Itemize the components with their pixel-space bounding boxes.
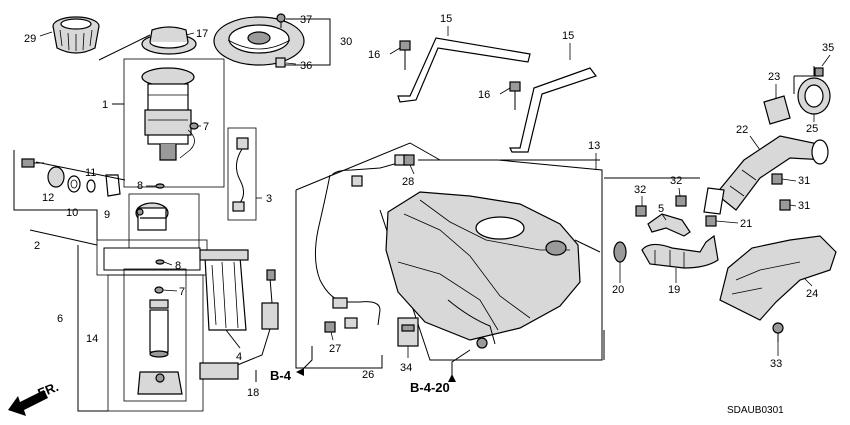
callout-28: 28: [402, 176, 414, 188]
front-label: FR.: [36, 379, 61, 401]
callout-27: 27: [329, 343, 341, 355]
hose-clamp-part-32a: [635, 205, 647, 217]
callout-4: 4: [236, 351, 242, 363]
front-direction-indicator: FR.: [8, 379, 61, 416]
callout-7a: 7: [203, 121, 209, 133]
callout-20: 20: [612, 284, 624, 296]
callout-23: 23: [768, 71, 780, 83]
reference-b420: B-4-20: [410, 349, 471, 395]
tank-strap-part-15a: [397, 37, 531, 103]
callout-31a: 31: [798, 175, 810, 187]
pressure-regulator-part: [135, 202, 169, 231]
fuel-pump-module-part-1: [141, 67, 195, 161]
callout-13: 13: [588, 140, 600, 152]
cap-part-12b: [47, 166, 65, 188]
filler-base-part-23: [763, 95, 791, 125]
callout-8b: 8: [175, 260, 181, 272]
bolt-part-33: [772, 322, 784, 342]
callout-16b: 16: [478, 89, 490, 101]
callout-31b: 31: [798, 200, 810, 212]
callout-34: 34: [400, 362, 412, 374]
callout-9: 9: [104, 209, 110, 221]
cutoff-valve-part-34: [397, 317, 419, 347]
clip-part-28: [403, 154, 415, 166]
callout-32b: 32: [670, 175, 682, 187]
clip-part-9: [105, 174, 121, 197]
callout-25: 25: [806, 123, 818, 135]
callout-33: 33: [770, 358, 782, 370]
oring-part-8b: [155, 259, 165, 265]
lock-ring-part-29: [52, 16, 100, 54]
filler-guard-part-24: [719, 235, 837, 321]
fuel-pump-part: [149, 299, 169, 358]
bolt-part-31b: [779, 199, 791, 211]
callout-6: 6: [57, 313, 63, 325]
callout-12: 12: [42, 192, 54, 204]
hose-clamp-part-20: [613, 241, 627, 263]
oring-part-8a: [155, 183, 165, 189]
washer-part-10: [67, 175, 81, 193]
callout-29: 29: [24, 33, 36, 45]
gasket-part-17: [141, 26, 197, 55]
callout-17: 17: [196, 28, 208, 40]
clip-part-36: [275, 57, 286, 68]
washer-part-11: [86, 179, 96, 193]
callout-3: 3: [266, 193, 272, 205]
callout-22: 22: [736, 124, 748, 136]
hose-clamp-part-32b: [675, 195, 687, 207]
fuel-cap-part-25: [797, 77, 831, 115]
callout-15b: 15: [562, 30, 574, 42]
callout-1: 1: [102, 99, 108, 111]
callout-36: 36: [300, 60, 312, 72]
reference-b4-label: B-4: [270, 368, 292, 383]
access-cover-part-30: [213, 16, 305, 66]
callout-2: 2: [34, 240, 40, 252]
callout-14: 14: [86, 333, 98, 345]
callout-10: 10: [66, 207, 78, 219]
bolt-part-16b: [509, 81, 521, 110]
callout-35: 35: [822, 42, 834, 54]
fuel-reservoir-part-4: [199, 249, 249, 331]
bolt-part-16a: [399, 40, 411, 70]
callout-24: 24: [806, 288, 818, 300]
reference-b420-label: B-4-20: [410, 380, 450, 395]
filler-pipe-part-22: [703, 135, 829, 215]
bolt-part-31a: [771, 173, 783, 185]
callout-30: 30: [340, 36, 352, 48]
breather-hose-part-5: [647, 213, 691, 237]
fuel-tank-part-13: [385, 191, 601, 349]
callout-21: 21: [740, 218, 752, 230]
oring-part-7a: [189, 122, 199, 130]
reference-b4: B-4: [270, 346, 313, 383]
oring-part-7b: [154, 286, 164, 294]
callout-16a: 16: [368, 49, 380, 61]
tank-strap-part-15b: [509, 67, 597, 153]
callout-32a: 32: [634, 184, 646, 196]
fuel-gauge-sender-part-18: [199, 269, 279, 380]
filler-hose-part-19: [641, 234, 719, 269]
callout-15a: 15: [440, 13, 452, 25]
callout-8a: 8: [137, 180, 143, 192]
tether-part-35: [814, 67, 824, 77]
screw-part-37: [276, 13, 286, 28]
callout-5: 5: [658, 203, 664, 215]
front-arrow-icon: [8, 390, 48, 416]
callout-37: 37: [300, 14, 312, 26]
wire-harness-part-3: [232, 137, 249, 212]
clip-part-27: [324, 321, 336, 333]
callout-11: 11: [85, 167, 96, 179]
callout-18: 18: [247, 387, 259, 399]
strainer-part: [137, 371, 183, 395]
diagram-code: SDAUB0301: [727, 405, 784, 416]
callout-7b: 7: [179, 286, 185, 298]
callout-26: 26: [362, 369, 374, 381]
clamp-part-21: [705, 215, 717, 227]
callout-19: 19: [668, 284, 680, 296]
